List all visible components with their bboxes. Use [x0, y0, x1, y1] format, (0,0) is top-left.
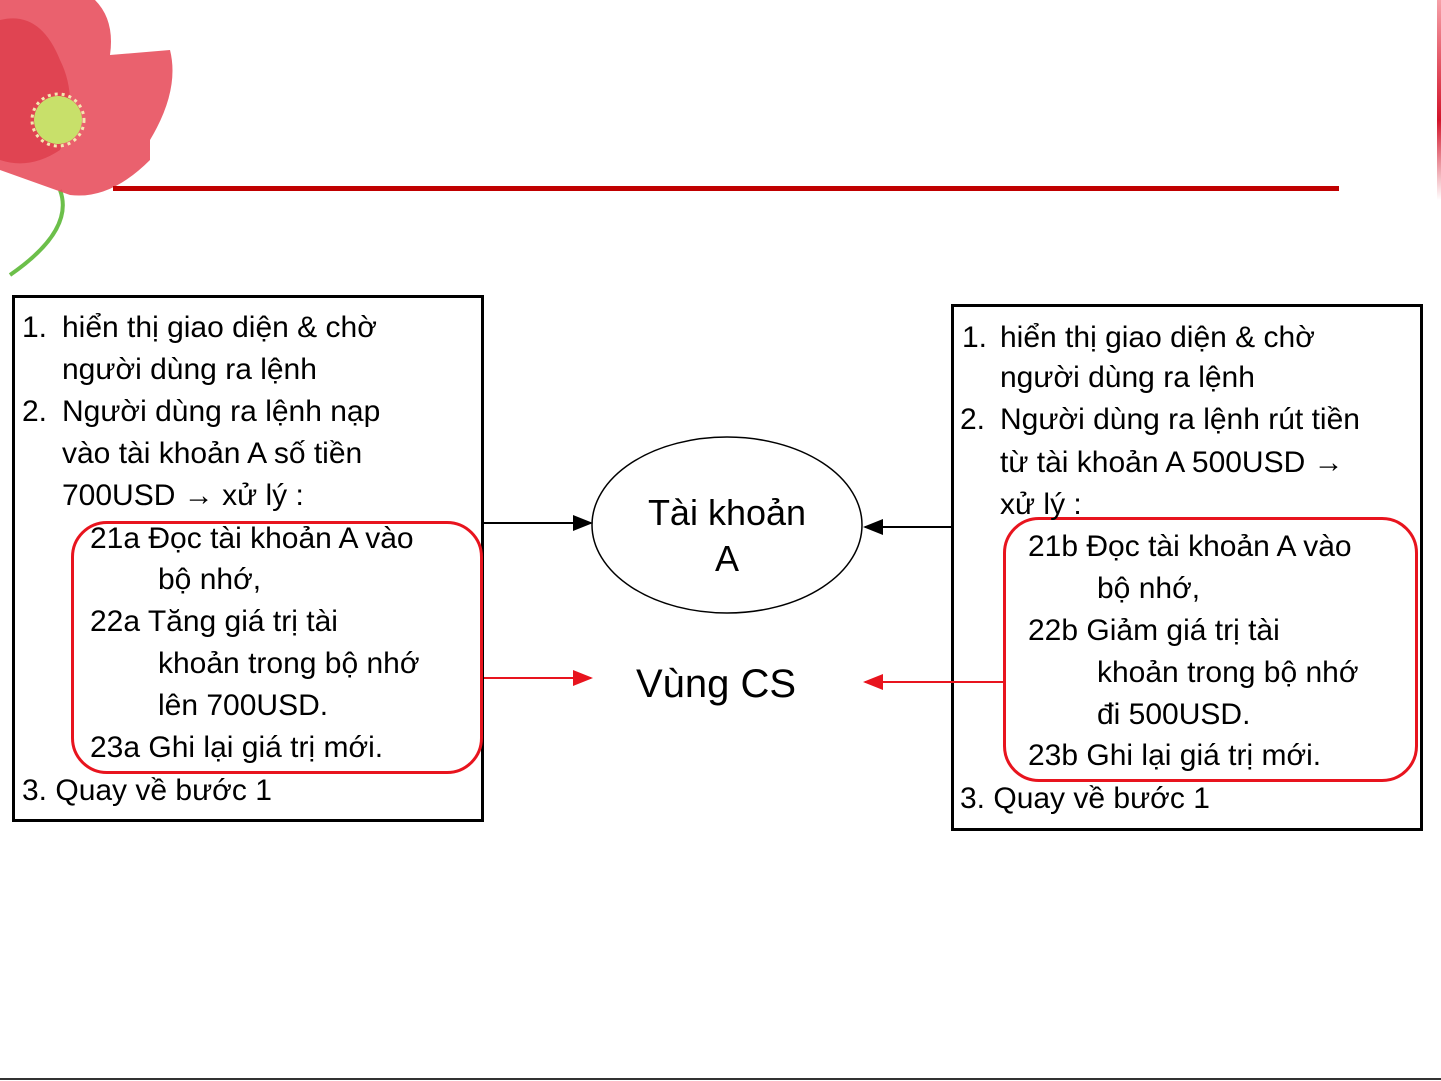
right-item1-line1: hiển thị giao diện & chờ: [1000, 321, 1315, 354]
left-step22-cont2: lên 700USD.: [158, 689, 329, 722]
right-item1-number: 1.: [962, 321, 988, 354]
slide-bottom-border: [0, 1078, 1441, 1080]
right-step21-cont: bộ nhớ,: [1097, 572, 1201, 605]
left-item2-line2: vào tài khoản A số tiền: [62, 437, 363, 470]
left-critical-section-highlight: [71, 521, 483, 774]
left-item2-line3: 700USD → xử lý :: [62, 479, 304, 512]
left-item1-number: 1.: [22, 311, 48, 344]
right-item2-line2: từ tài khoản A 500USD →: [1000, 446, 1344, 479]
account-label: Tài khoản A: [592, 490, 862, 582]
right-item3: 3. Quay về bước 1: [960, 782, 1210, 815]
right-item2-number: 2.: [960, 403, 986, 436]
right-step22: 22b Giảm giá trị tài: [1028, 614, 1280, 647]
left-item2-line1: Người dùng ra lệnh nạp: [62, 395, 381, 428]
right-step22-cont2: đi 500USD.: [1097, 698, 1251, 731]
flower-decoration: [0, 0, 173, 277]
title-rule: [113, 186, 1339, 191]
right-item2-line1: Người dùng ra lệnh rút tiền: [1000, 403, 1360, 436]
left-item1-line2: người dùng ra lệnh: [62, 353, 317, 386]
right-step23: 23b Ghi lại giá trị mới.: [1028, 739, 1322, 772]
left-step22: 22a Tăng giá trị tài: [90, 605, 338, 638]
left-step21-cont: bộ nhớ,: [158, 563, 262, 596]
left-step21: 21a Đọc tài khoản A vào: [90, 522, 414, 555]
right-item2-line3: xử lý :: [1000, 488, 1082, 521]
right-process-box: [951, 304, 1423, 831]
account-label-line2: A: [714, 538, 739, 579]
left-item1-line1: hiển thị giao diện & chờ: [62, 311, 377, 344]
right-step21: 21b Đọc tài khoản A vào: [1028, 530, 1352, 563]
edge-decoration: [1437, 0, 1441, 200]
right-step22-cont1: khoản trong bộ nhớ: [1097, 656, 1359, 689]
critical-section-label: Vùng CS: [635, 662, 797, 706]
left-item2-number: 2.: [22, 395, 48, 428]
left-item3: 3. Quay về bước 1: [22, 774, 272, 807]
left-step23: 23a Ghi lại giá trị mới.: [90, 731, 384, 764]
account-label-line1: Tài khoản: [647, 492, 807, 533]
left-step22-cont1: khoản trong bộ nhớ: [158, 647, 420, 680]
right-item1-line2: người dùng ra lệnh: [1000, 361, 1255, 394]
right-critical-section-highlight: [1003, 517, 1418, 782]
